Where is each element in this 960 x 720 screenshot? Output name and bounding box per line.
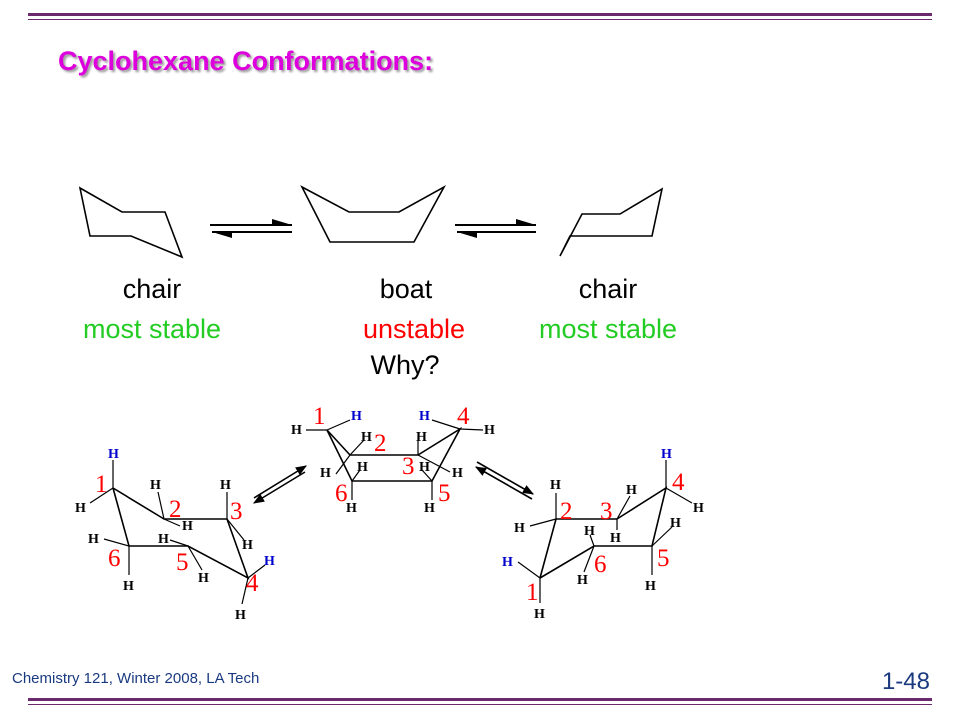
equilibrium-arrow-left — [210, 219, 292, 238]
carbon-number-label: 4 — [457, 403, 470, 430]
hydrogen-label: H — [242, 538, 253, 553]
hydrogen-label: H — [419, 409, 430, 424]
equilibrium-arrow-right — [455, 219, 536, 238]
carbon-number-label: 1 — [95, 471, 108, 498]
carbon-number-label: 4 — [672, 469, 685, 496]
carbon-number-label: 1 — [313, 403, 326, 430]
hydrogen-label: H — [88, 532, 99, 547]
hydrogen-label: H — [220, 478, 231, 493]
page-number: 1-48 — [881, 668, 930, 695]
boat-skeleton — [300, 184, 447, 243]
carbon-number-label: 6 — [594, 551, 607, 578]
hydrogen-label: H — [661, 447, 672, 462]
carbon-number-label: 1 — [526, 579, 539, 606]
carbon-number-label: 4 — [246, 570, 259, 597]
conformer-name-right: chair — [578, 274, 638, 304]
hydrogen-label: H — [419, 460, 430, 475]
boat-hydrogens: H H H H H H H H H H H H 1 2 3 4 5 6 — [291, 403, 495, 516]
hydrogen-label: H — [645, 579, 656, 594]
slide-title: Cyclohexane Conformations: — [58, 46, 434, 76]
carbon-number-label: 6 — [335, 480, 348, 507]
question-why: Why? — [370, 350, 440, 380]
stability-left: most stable — [82, 314, 222, 344]
hydrogen-label: H — [610, 531, 621, 546]
chair-right-skeleton — [559, 187, 664, 257]
hydrogen-label: H — [346, 501, 357, 516]
hydrogen-label: H — [452, 466, 463, 481]
hydrogen-label: H — [534, 607, 545, 622]
carbon-number-label: 6 — [108, 545, 121, 572]
chair-right-hydrogens: H H H H H H H H H H H H 1 2 3 4 5 6 — [502, 447, 704, 622]
hydrogen-label: H — [291, 423, 302, 438]
top-rule — [28, 13, 932, 16]
carbon-number-label: 3 — [600, 498, 613, 525]
carbon-number-label: 5 — [438, 480, 451, 507]
carbon-number-label: 5 — [176, 549, 189, 576]
bottom-rule — [28, 698, 932, 701]
hydrogen-label: H — [75, 501, 86, 516]
equilibrium-arrow-bottom-left — [253, 465, 307, 504]
hydrogen-label: H — [693, 501, 704, 516]
hydrogen-label: H — [550, 478, 561, 493]
hydrogen-label: H — [320, 466, 331, 481]
bottom-rule-thin — [28, 704, 932, 705]
top-rule-thin — [28, 19, 932, 20]
hydrogen-label: H — [424, 501, 435, 516]
hydrogen-label: H — [626, 483, 637, 498]
hydrogen-label: H — [158, 532, 169, 547]
carbon-number-label: 2 — [169, 496, 182, 523]
hydrogen-label: H — [670, 516, 681, 531]
hydrogen-label: H — [584, 524, 595, 539]
carbon-number-label: 2 — [560, 498, 573, 525]
hydrogen-label: H — [198, 571, 209, 586]
equilibrium-arrow-bottom-right — [475, 461, 534, 500]
hydrogen-label: H — [351, 409, 362, 424]
hydrogen-label: H — [484, 423, 495, 438]
carbon-number-label: 5 — [657, 545, 670, 572]
conformer-name-middle: boat — [379, 274, 433, 304]
hydrogen-label: H — [264, 554, 275, 569]
chair-left-hydrogens: H H H H H H H H H H H H 1 2 3 4 5 6 — [75, 447, 275, 623]
hydrogen-label: H — [577, 573, 588, 588]
hydrogen-label: H — [361, 430, 372, 445]
chair-left-skeleton — [78, 186, 184, 259]
stability-right: most stable — [538, 314, 678, 344]
hydrogen-label: H — [357, 460, 368, 475]
conformer-name-left: chair — [122, 274, 182, 304]
carbon-number-label: 3 — [402, 453, 415, 480]
h-flagpole-left: H — [108, 447, 119, 462]
hydrogen-label: H — [182, 519, 193, 534]
hydrogen-label: H — [123, 579, 134, 594]
hydrogen-label: H — [514, 521, 525, 536]
hydrogen-label: H — [235, 608, 246, 623]
hydrogen-label: H — [150, 478, 161, 493]
carbon-number-label: 3 — [230, 498, 243, 525]
hydrogen-label: H — [502, 555, 513, 570]
carbon-number-label: 2 — [374, 430, 387, 457]
stability-middle: unstable — [362, 314, 466, 344]
hydrogen-label: H — [416, 430, 427, 445]
footer-course: Chemistry 121, Winter 2008, LA Tech — [12, 670, 260, 687]
